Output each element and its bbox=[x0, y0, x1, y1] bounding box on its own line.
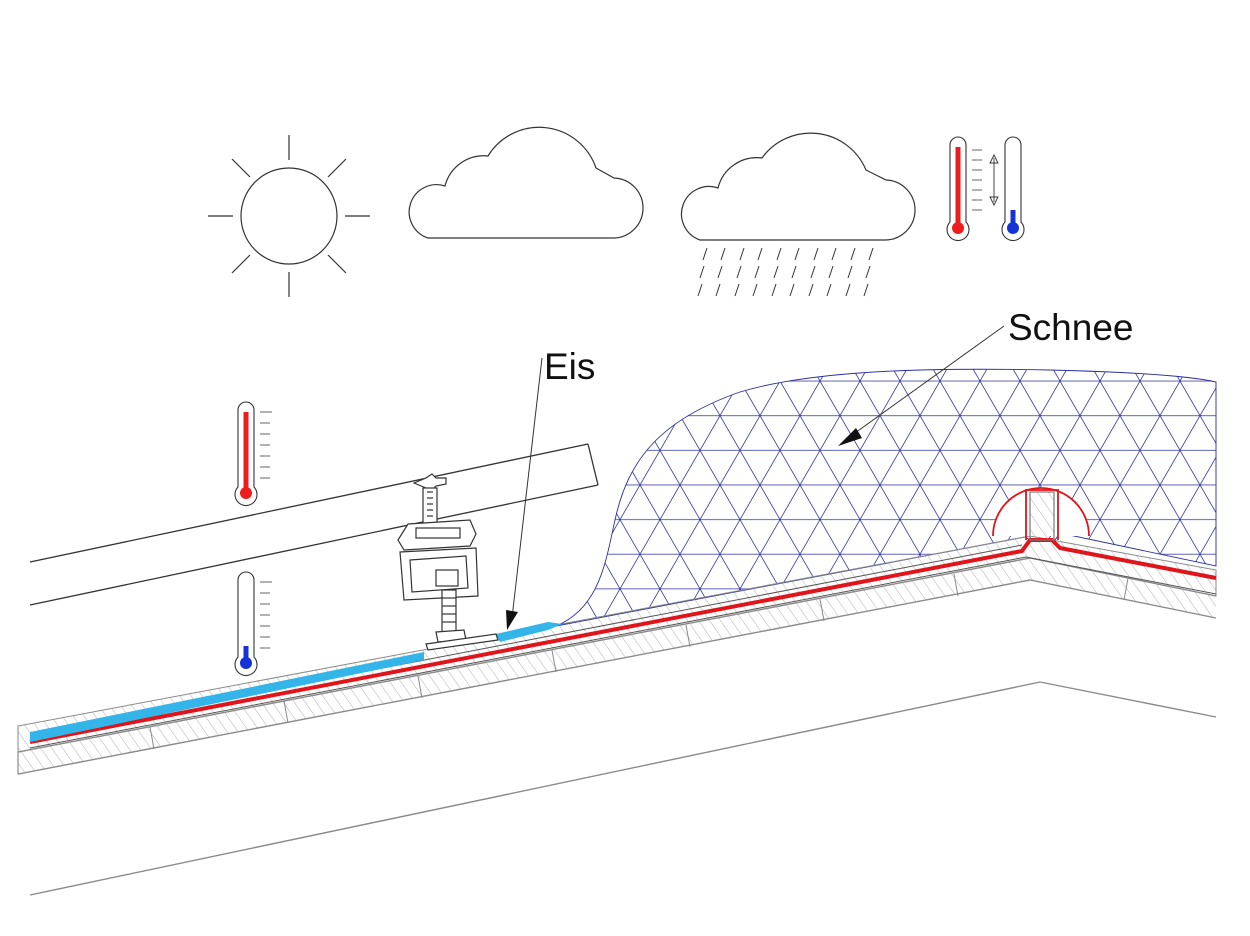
mounting-bracket bbox=[397, 473, 499, 651]
double-arrow-icon bbox=[989, 153, 999, 207]
rain-drops bbox=[697, 247, 874, 297]
thermometer-hot-icon bbox=[946, 136, 982, 242]
pv-panel bbox=[29, 443, 599, 606]
thermometer-cold-icon bbox=[234, 571, 272, 677]
ceiling-outline bbox=[29, 681, 1217, 896]
snow-label: Schnee bbox=[1008, 307, 1134, 348]
temperature-change-icon bbox=[946, 136, 1025, 242]
ice-label: Eis bbox=[544, 346, 595, 387]
cloud-icon bbox=[408, 126, 644, 239]
ridge-upstand bbox=[992, 487, 1090, 541]
sun-icon bbox=[208, 135, 370, 297]
rain-cloud-icon bbox=[680, 132, 916, 297]
thermometer-warm-icon bbox=[234, 401, 272, 507]
snow-layer bbox=[555, 368, 1217, 627]
snow-label-group: Schnee bbox=[838, 307, 1134, 446]
ice-layer bbox=[30, 622, 562, 742]
ice-label-group: Eis bbox=[506, 346, 595, 630]
thermometer-cold-icon bbox=[1001, 136, 1025, 242]
